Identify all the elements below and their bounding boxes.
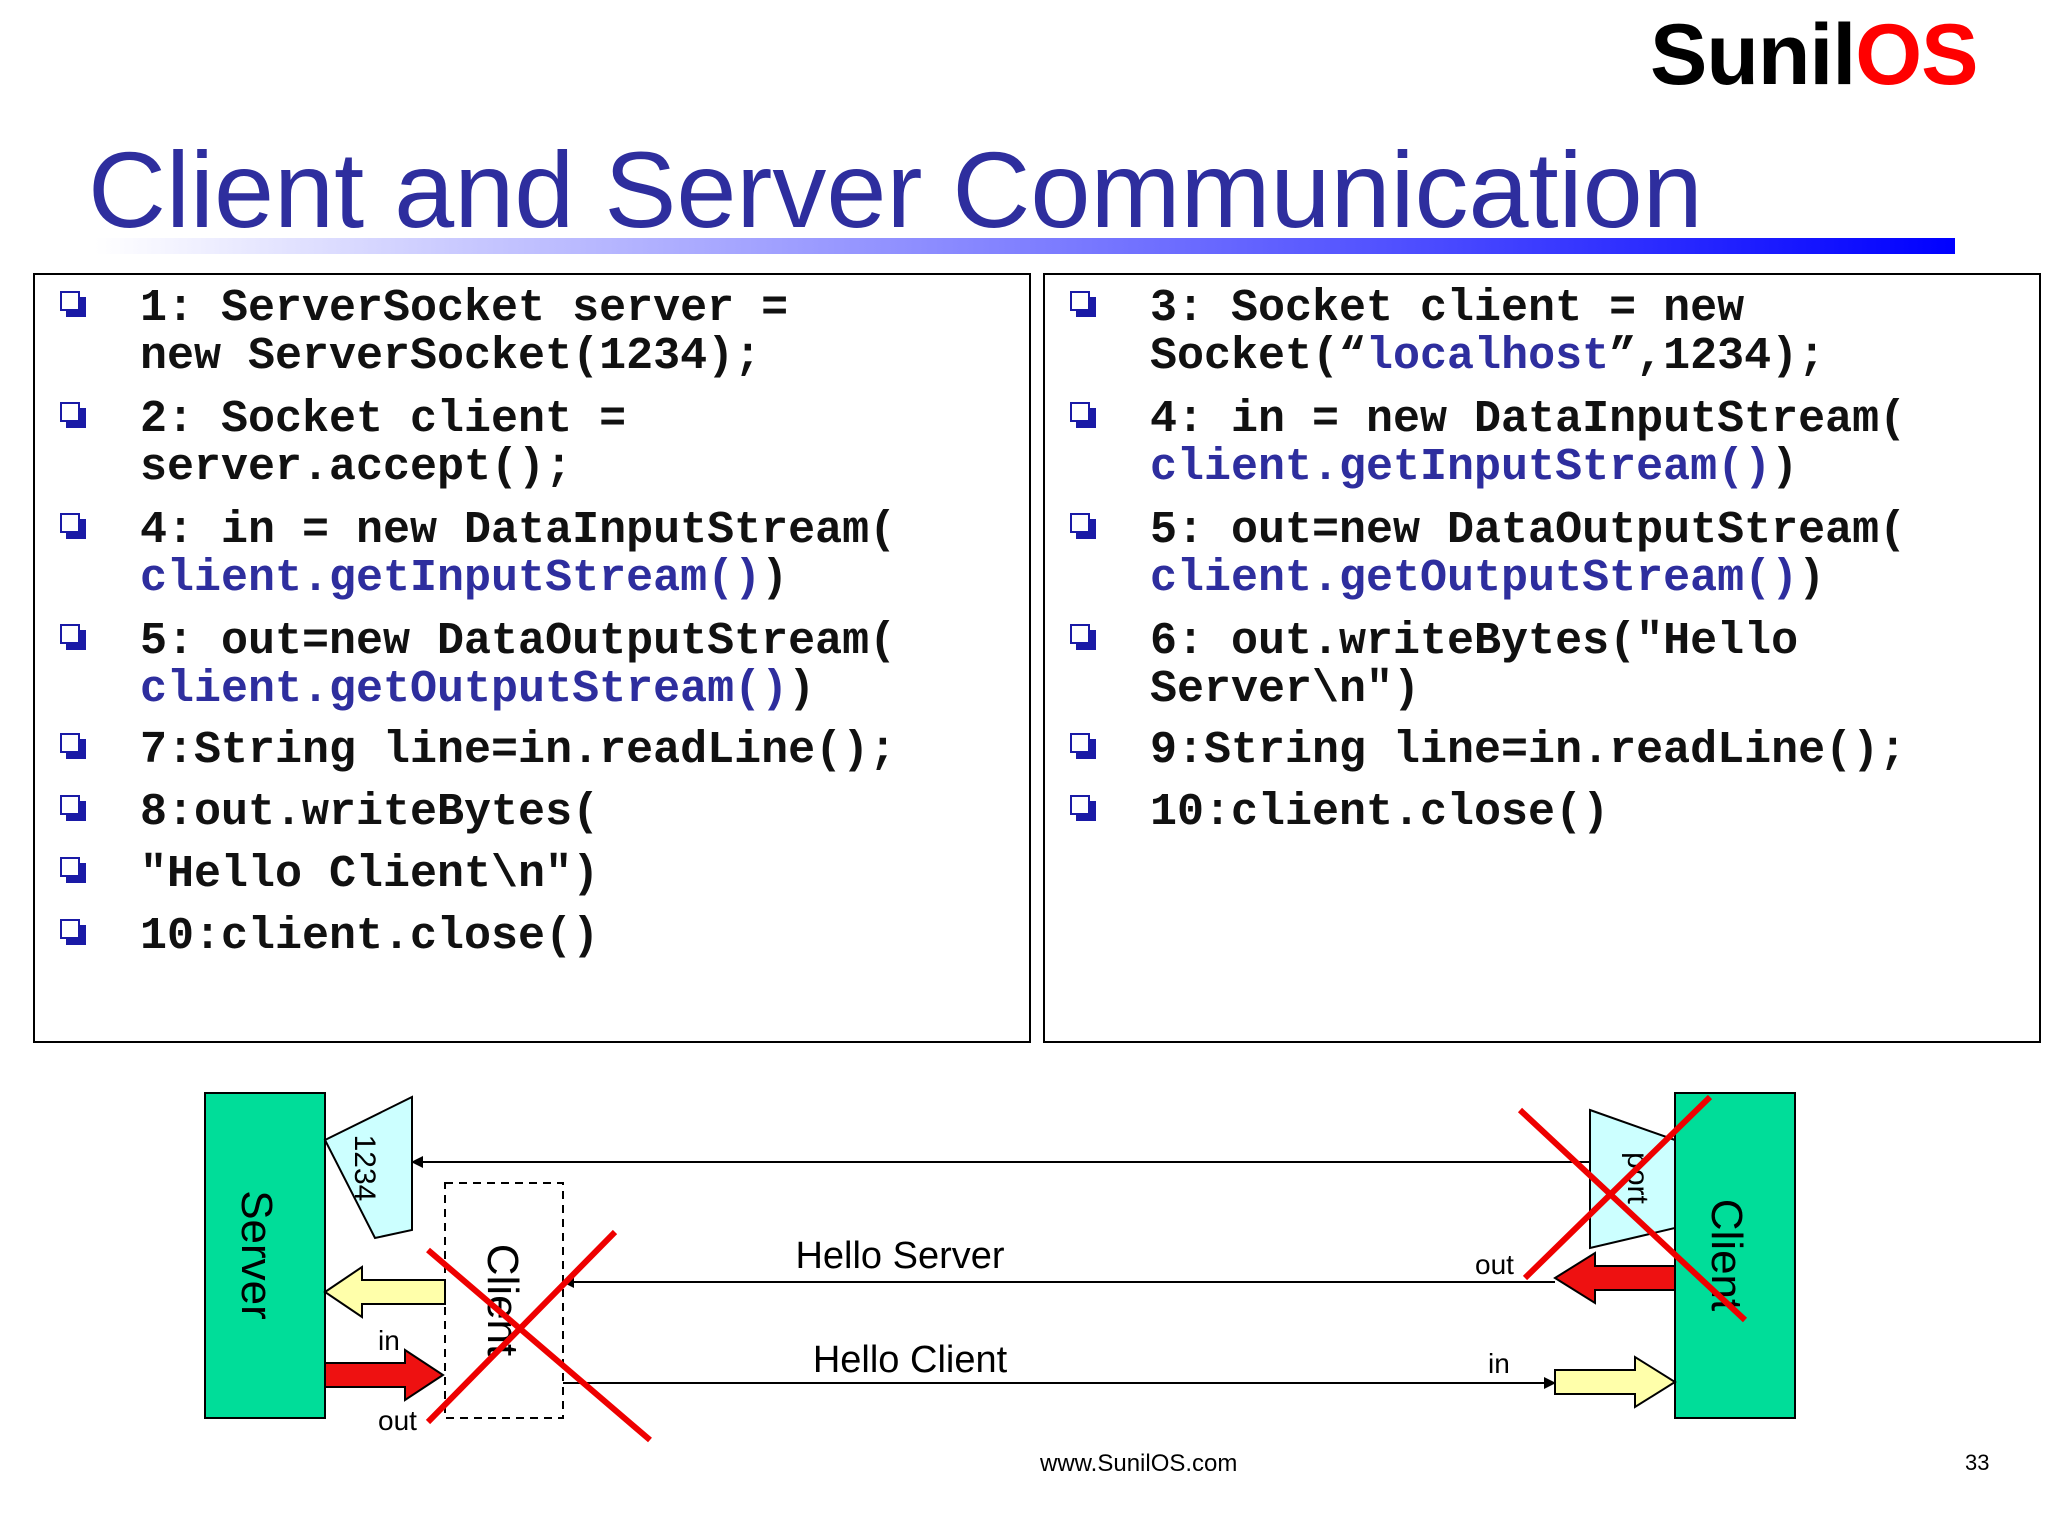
code-text: 1: ServerSocket server =new ServerSocket…	[140, 283, 789, 382]
checkbox-bullet-icon	[60, 857, 86, 883]
code-text: 7:String line=in.readLine();	[140, 725, 897, 776]
checkbox-bullet-icon	[1070, 795, 1096, 821]
client-in-label: in	[1488, 1348, 1510, 1379]
code-text: 5: out=new DataOutputStream(client.getOu…	[140, 616, 897, 715]
code-text: 8:out.writeBytes(	[140, 787, 600, 838]
code-text: 2: Socket client =server.accept();	[140, 394, 627, 493]
client-out-arrow	[1553, 1251, 1676, 1305]
server-in-label: in	[378, 1325, 400, 1356]
client-out-label: out	[1475, 1249, 1514, 1280]
checkbox-bullet-icon	[60, 402, 86, 428]
code-text: "Hello Client\n")	[140, 849, 600, 900]
code-text: 9:String line=in.readLine();	[1150, 725, 1907, 776]
checkbox-bullet-icon	[60, 291, 86, 317]
server-in-arrow	[323, 1265, 446, 1319]
checkbox-bullet-icon	[1070, 513, 1096, 539]
slide-title: Client and Server Communication	[88, 129, 1703, 250]
code-text: 10:client.close()	[1150, 787, 1610, 838]
checkbox-bullet-icon	[1070, 733, 1096, 759]
footer-url: www.SunilOS.com	[1040, 1450, 1238, 1477]
hello-server-label: Hello Server	[795, 1235, 1004, 1277]
sunilos-logo: SunilOS	[1650, 7, 1978, 103]
checkbox-bullet-icon	[60, 513, 86, 539]
client-in-arrow	[1554, 1355, 1677, 1409]
code-text: 4: in = new DataInputStream(client.getIn…	[140, 505, 897, 604]
checkbox-bullet-icon	[60, 795, 86, 821]
code-text: 10:client.close()	[140, 911, 600, 962]
communication-diagram: Server 1234 Client in out Hello Server H…	[204, 1092, 1796, 1443]
server-out-label: out	[378, 1405, 417, 1436]
client-port	[1589, 1108, 1676, 1250]
cross-mark-client-side	[1517, 1094, 1748, 1323]
code-text: 5: out=new DataOutputStream(client.getOu…	[1150, 505, 1907, 604]
checkbox-bullet-icon	[60, 624, 86, 650]
checkbox-bullet-icon	[60, 733, 86, 759]
code-text: 4: in = new DataInputStream(client.getIn…	[1150, 394, 1907, 493]
server-label: Server	[232, 1190, 281, 1320]
checkbox-bullet-icon	[1070, 624, 1096, 650]
checkbox-bullet-icon	[1070, 291, 1096, 317]
client-box	[1674, 1092, 1796, 1419]
page-number: 33	[1965, 1450, 1990, 1475]
title-underline	[95, 238, 1955, 254]
server-box	[204, 1092, 326, 1419]
server-port-label: 1234	[348, 1135, 381, 1202]
checkbox-bullet-icon	[1070, 402, 1096, 428]
client-label: Client	[1702, 1199, 1751, 1312]
server-port	[323, 1095, 413, 1240]
server-out-arrow	[324, 1348, 445, 1402]
checkbox-bullet-icon	[60, 919, 86, 945]
cross-mark-server-side	[425, 1229, 652, 1443]
hello-client-label: Hello Client	[813, 1339, 1008, 1381]
server-code-panel: 1: ServerSocket server =new ServerSocket…	[33, 273, 1031, 1043]
